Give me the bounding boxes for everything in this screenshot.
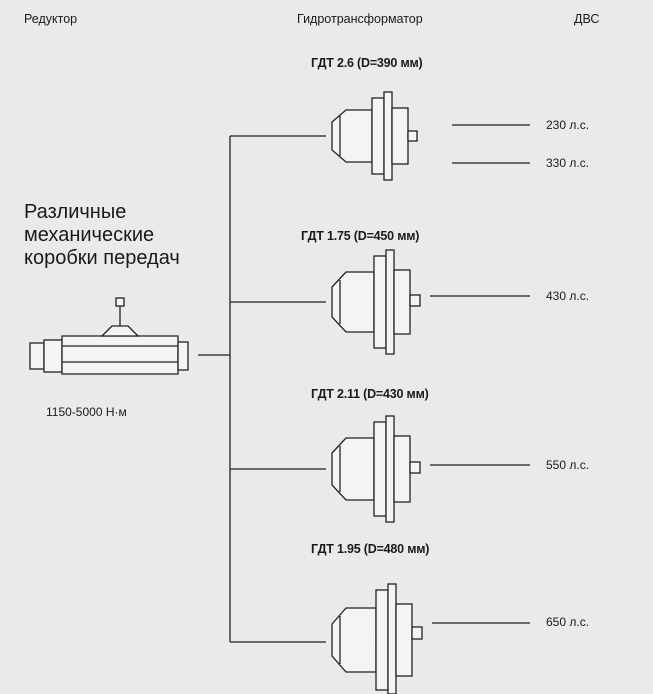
converter-label-4: ГДТ 1.95 (D=480 мм)	[311, 542, 430, 556]
converter-label-2: ГДТ 1.75 (D=450 мм)	[301, 229, 420, 243]
converter-label-3: ГДТ 2.11 (D=430 мм)	[311, 387, 429, 401]
power-label-1a: 230 л.с.	[546, 118, 590, 132]
gearbox-title-line-2: механические	[24, 224, 155, 246]
gearbox-title-line-3: коробки передач	[24, 247, 180, 269]
converter-icon-1	[331, 91, 418, 181]
gearbox-torque: 1150-5000 Н·м	[46, 405, 127, 419]
gearbox-title-line-1: Различные	[24, 201, 127, 223]
converter-icon-2	[331, 249, 421, 355]
header-reducer: Редуктор	[24, 12, 78, 26]
converter-icon-3	[331, 415, 421, 523]
gearbox-icon	[29, 297, 189, 375]
converter-label-1: ГДТ 2.6 (D=390 мм)	[311, 56, 423, 70]
gearbox-title: Различные механические коробки передач	[24, 201, 224, 270]
power-label-4: 650 л.с.	[546, 615, 590, 629]
power-label-1b: 330 л.с.	[546, 156, 590, 170]
power-label-3: 550 л.с.	[546, 458, 590, 472]
power-label-2: 430 л.с.	[546, 289, 590, 303]
header-converter: Гидротрансформатор	[297, 12, 423, 26]
header-engine: ДВС	[574, 12, 600, 26]
converter-icon-4	[331, 583, 423, 694]
